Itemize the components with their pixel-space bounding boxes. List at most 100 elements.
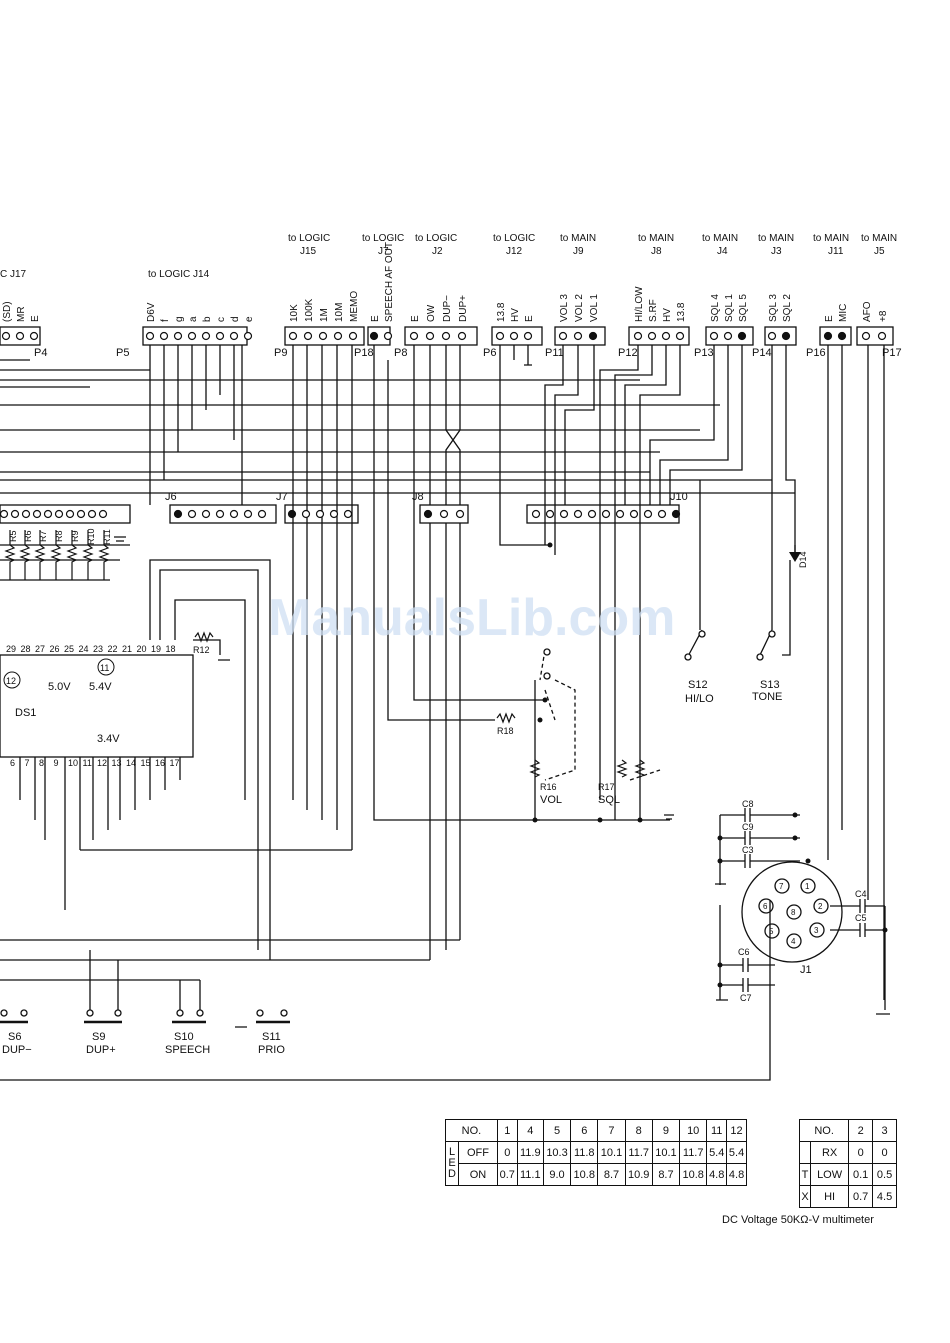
header-j12-l1: to LOGIC bbox=[493, 233, 535, 244]
res-r18: R18 bbox=[497, 726, 514, 736]
connector-pin bbox=[647, 331, 657, 341]
tx-cell: 0.1 bbox=[848, 1163, 874, 1186]
led-cell: 4.8 bbox=[706, 1163, 728, 1186]
pin-label: HI/LOW bbox=[634, 286, 645, 322]
pin-label: E bbox=[30, 315, 41, 322]
res-r10: R10 bbox=[86, 528, 96, 545]
res-r5: R5 bbox=[8, 530, 18, 542]
ds1-bottom-pin: 13 bbox=[112, 758, 122, 768]
res-r11: R11 bbox=[102, 529, 112, 545]
connector-pin bbox=[159, 331, 169, 341]
led-header-cell: 11 bbox=[706, 1119, 728, 1142]
connector-pin bbox=[369, 331, 379, 341]
jack-pin bbox=[76, 509, 86, 519]
jack-j10: J10 bbox=[670, 491, 688, 503]
pin-label: SPEECH AF OUT bbox=[384, 242, 395, 322]
tx-cell: 0 bbox=[848, 1141, 874, 1164]
switch-s11-id: S11 bbox=[262, 1031, 281, 1043]
res-r16-name: VOL bbox=[540, 794, 562, 806]
tx-side: X bbox=[799, 1185, 811, 1208]
pin-label: MEMO bbox=[349, 291, 360, 322]
ds1-top-pin: 19 bbox=[151, 644, 161, 654]
pin-label: (SD) bbox=[2, 301, 13, 322]
res-r12: R12 bbox=[193, 645, 210, 655]
ds1-bottom-pin: 9 bbox=[54, 758, 59, 768]
pin-label: 10K bbox=[289, 304, 300, 322]
plug-p11: P11 bbox=[545, 347, 564, 359]
ds1-label: DS1 bbox=[15, 707, 36, 719]
pin-label: 100K bbox=[304, 298, 315, 322]
jack-pin bbox=[187, 509, 197, 519]
j1-pin-3: 3 bbox=[814, 926, 819, 935]
ds1-bottom-pin: 14 bbox=[126, 758, 136, 768]
jack-pin bbox=[329, 509, 339, 519]
ds1-bottom-pin: 12 bbox=[97, 758, 107, 768]
connector-pin bbox=[588, 331, 598, 341]
switches: S6 DUP− S9 DUP+ S10 SPEECH S11 PRIO S12 … bbox=[2, 679, 782, 1056]
jack-pin bbox=[559, 509, 569, 519]
ds1-bottom-pin: 11 bbox=[83, 758, 92, 768]
led-cell: 11.8 bbox=[570, 1141, 599, 1164]
j1-label: J1 bbox=[800, 964, 812, 976]
jack-pin bbox=[301, 509, 311, 519]
jack-pin bbox=[98, 509, 108, 519]
pin-label: SQL 5 bbox=[738, 294, 749, 322]
ds1-bottom-pin: 10 bbox=[68, 758, 78, 768]
tx-side bbox=[799, 1141, 811, 1164]
jack-pin bbox=[343, 509, 353, 519]
pin-label: 10M bbox=[334, 303, 345, 322]
header-j5-l2: J5 bbox=[874, 246, 885, 257]
connector-pin bbox=[215, 331, 225, 341]
connector-pin bbox=[823, 331, 833, 341]
res-r8: R8 bbox=[54, 530, 64, 542]
pin-label: SQL 3 bbox=[768, 294, 779, 322]
connector-pin bbox=[243, 331, 253, 341]
pin-label: VOL 2 bbox=[574, 294, 585, 322]
jack-pin bbox=[423, 509, 433, 519]
led-side-l: L bbox=[448, 1146, 456, 1158]
plug-p13: P13 bbox=[694, 347, 714, 359]
pin-label: SQL 2 bbox=[782, 294, 793, 322]
tx-row-label: HI bbox=[809, 1185, 850, 1208]
jack-pin bbox=[54, 509, 64, 519]
plug-p16: P16 bbox=[806, 347, 826, 359]
tx-row-label: LOW bbox=[809, 1163, 850, 1186]
led-cell: 11.1 bbox=[516, 1163, 544, 1186]
led-side-e: E bbox=[448, 1157, 456, 1169]
ds1-bottom-pin: 16 bbox=[155, 758, 165, 768]
connector-pin bbox=[303, 331, 313, 341]
connector-pin bbox=[877, 331, 887, 341]
jack-pin bbox=[671, 509, 681, 519]
callout-11: 11 bbox=[100, 663, 109, 673]
led-header-cell: 9 bbox=[651, 1119, 681, 1142]
cap-c9: C9 bbox=[742, 822, 754, 832]
connector-pin bbox=[29, 331, 39, 341]
pin-label: e bbox=[244, 316, 255, 322]
resistor-labels: R5 R6 R7 R8 R9 R10 R11 R12 R18 R16 VOL R… bbox=[8, 528, 808, 806]
jack-pin bbox=[315, 509, 325, 519]
pin-label: MIC bbox=[838, 304, 849, 322]
header-j2-l1: to LOGIC bbox=[415, 233, 457, 244]
pin-label: E bbox=[410, 315, 421, 322]
jack-pin bbox=[643, 509, 653, 519]
switch-s11-name: PRIO bbox=[258, 1044, 285, 1056]
pin-label: VOL 3 bbox=[559, 294, 570, 322]
ds1-top-pin: 21 bbox=[122, 644, 132, 654]
pin-label: +8 bbox=[878, 310, 889, 322]
jack-pin bbox=[215, 509, 225, 519]
plug-p9: P9 bbox=[274, 347, 287, 359]
connector-pin bbox=[523, 331, 533, 341]
ds1-top-pin: 24 bbox=[79, 644, 89, 654]
connector-pin bbox=[837, 331, 847, 341]
jack-pin bbox=[531, 509, 541, 519]
switch-s10-id: S10 bbox=[174, 1031, 194, 1043]
led-cell: 0.7 bbox=[496, 1163, 518, 1186]
led-header-cell: 5 bbox=[542, 1119, 572, 1142]
led-header-cell: 10 bbox=[679, 1119, 708, 1142]
jack-pin bbox=[173, 509, 183, 519]
connector-pin bbox=[187, 331, 197, 341]
ds1-top-pin: 25 bbox=[64, 644, 74, 654]
tx-table-header: NO. 2 3 bbox=[798, 1119, 897, 1142]
connector-pin bbox=[288, 331, 298, 341]
